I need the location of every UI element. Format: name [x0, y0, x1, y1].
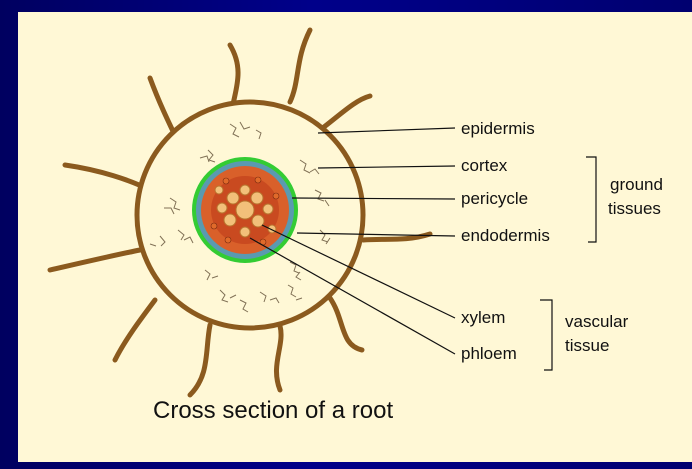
label-phloem: phloem [461, 344, 517, 363]
group-ground-line2: tissues [608, 199, 661, 218]
diagram-caption: Cross section of a root [153, 397, 393, 424]
group-vascular-line1: vascular [565, 312, 629, 331]
label-xylem: xylem [461, 308, 505, 327]
group-ground-line1: ground [610, 175, 663, 194]
label-endodermis: endodermis [461, 226, 550, 245]
group-vascular-line2: tissue [565, 336, 609, 355]
label-pericycle: pericycle [461, 189, 528, 208]
label-cortex: cortex [461, 156, 508, 175]
group-labels: ground tissues vascular tissue [565, 175, 663, 355]
label-epidermis: epidermis [461, 119, 535, 138]
structure-labels: epidermis cortex pericycle endodermis xy… [461, 119, 550, 363]
